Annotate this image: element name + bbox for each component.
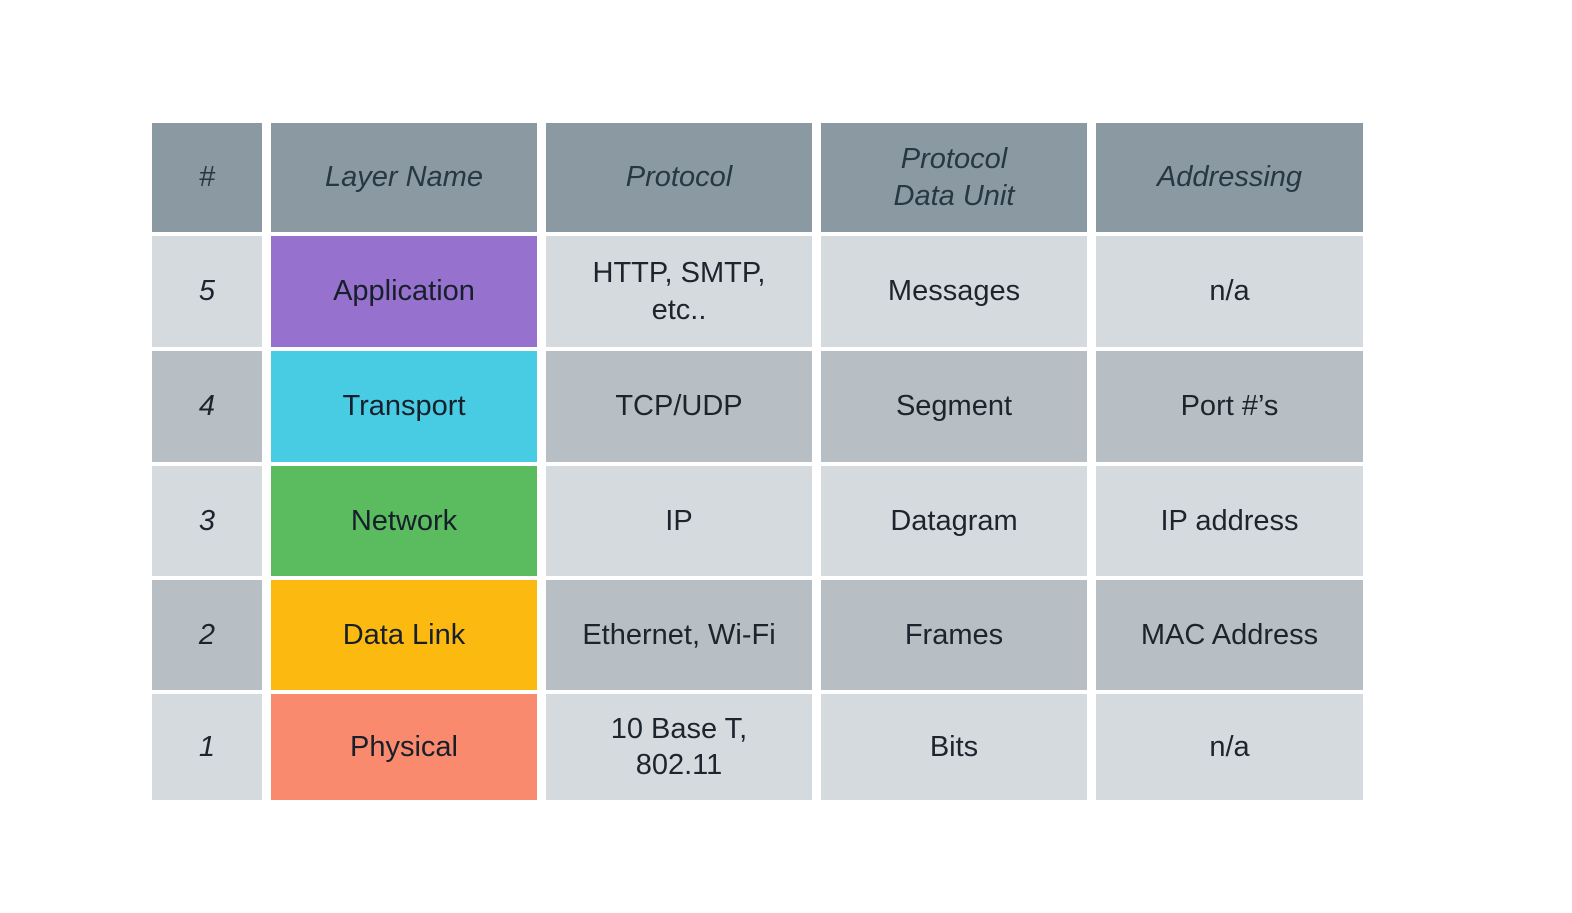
layer-name-cell-data-link: Data Link (271, 580, 537, 690)
row-number-cell: 3 (152, 466, 262, 576)
layer-name-cell-transport: Transport (271, 351, 537, 462)
protocol-cell: HTTP, SMTP, etc.. (546, 236, 812, 347)
addressing-cell: MAC Address (1096, 580, 1363, 690)
pdu-cell: Segment (821, 351, 1087, 462)
row-number-cell: 4 (152, 351, 262, 462)
row-number-cell: 1 (152, 694, 262, 800)
header-cell-protocol: Protocol (546, 123, 812, 232)
header-label: Addressing (1156, 161, 1303, 194)
pdu-cell: Bits (821, 694, 1087, 800)
row-number-cell: 5 (152, 236, 262, 347)
protocol-cell: IP (546, 466, 812, 576)
pdu-cell: Messages (821, 236, 1087, 347)
header-label: Protocol Data Unit (893, 143, 1015, 212)
layer-name-cell-network: Network (271, 466, 537, 576)
layer-name-cell-physical: Physical (271, 694, 537, 800)
pdu-cell: Frames (821, 580, 1087, 690)
pdu-cell: Datagram (821, 466, 1087, 576)
header-cell-protocol-data-unit: Protocol Data Unit (821, 123, 1087, 232)
row-number-cell: 2 (152, 580, 262, 690)
header-label: Layer Name (325, 161, 483, 194)
protocol-cell: Ethernet, Wi-Fi (546, 580, 812, 690)
network-layers-table: # Layer Name Protocol Protocol Data Unit… (152, 123, 1363, 800)
addressing-cell: Port #’s (1096, 351, 1363, 462)
protocol-cell: 10 Base T, 802.11 (546, 694, 812, 800)
layer-name-cell-application: Application (271, 236, 537, 347)
header-cell-number: # (152, 123, 262, 232)
header-label: # (198, 161, 216, 194)
addressing-cell: n/a (1096, 236, 1363, 347)
protocol-cell: TCP/UDP (546, 351, 812, 462)
addressing-cell: IP address (1096, 466, 1363, 576)
header-cell-addressing: Addressing (1096, 123, 1363, 232)
addressing-cell: n/a (1096, 694, 1363, 800)
header-cell-layer-name: Layer Name (271, 123, 537, 232)
header-label: Protocol (625, 161, 733, 194)
